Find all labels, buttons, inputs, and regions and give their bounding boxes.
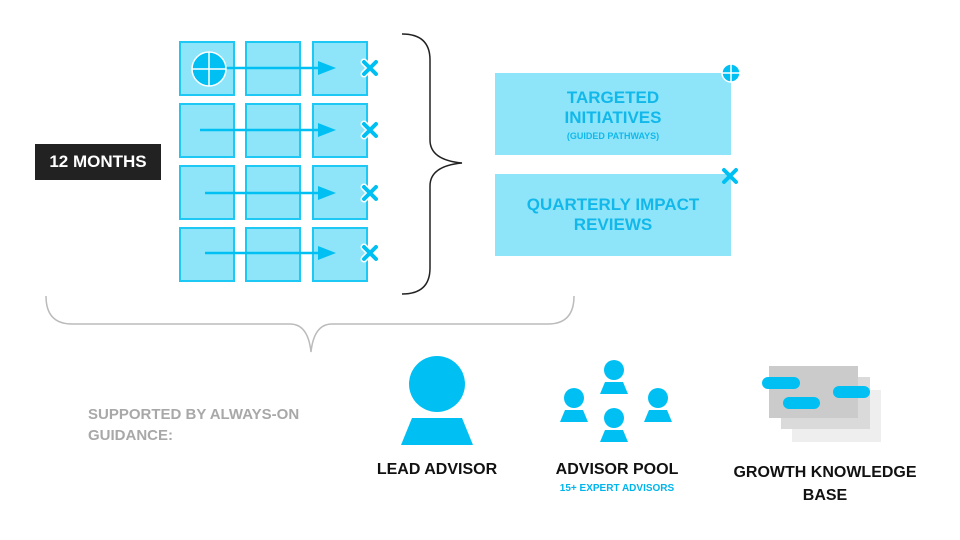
right-brace	[401, 33, 463, 295]
arrow-icon	[218, 61, 336, 75]
target-icon	[721, 63, 741, 83]
x-mark-icon	[722, 168, 738, 184]
knowledge-base-icon	[762, 366, 881, 442]
arrow-icon	[200, 123, 336, 137]
person-icon	[560, 388, 588, 422]
support-label: SUPPORTED BY ALWAYS-ON GUIDANCE:	[88, 406, 300, 444]
target-icon	[191, 51, 227, 87]
bottom-brace	[45, 295, 575, 353]
lead-advisor-label: LEAD ADVISOR	[376, 461, 498, 478]
person-icon	[644, 388, 672, 422]
person-icon	[600, 360, 628, 394]
box-title: QUARTERLY IMPACT REVIEWS	[526, 195, 700, 234]
quarterly-reviews-box: QUARTERLY IMPACT REVIEWS	[495, 174, 731, 256]
arrow-icon	[205, 186, 336, 200]
person-icon	[600, 408, 628, 442]
arrow-icon	[205, 246, 336, 260]
grid-cell	[245, 227, 301, 282]
knowledge-base-label: GROWTH KNOWLEDGE BASE	[733, 464, 917, 504]
targeted-initiatives-box: TARGETED INITIATIVES (GUIDED PATHWAYS)	[495, 73, 731, 155]
lead-advisor-icon	[401, 356, 473, 445]
box-title: TARGETED INITIATIVES	[564, 87, 662, 127]
grid-cell	[179, 227, 235, 282]
box-subtitle: (GUIDED PATHWAYS)	[566, 130, 660, 141]
advisor-pool-sublabel: 15+ EXPERT ADVISORS	[559, 483, 675, 494]
advisor-pool-label: ADVISOR POOL	[555, 461, 679, 478]
timeline-label: 12 MONTHS	[35, 144, 161, 180]
